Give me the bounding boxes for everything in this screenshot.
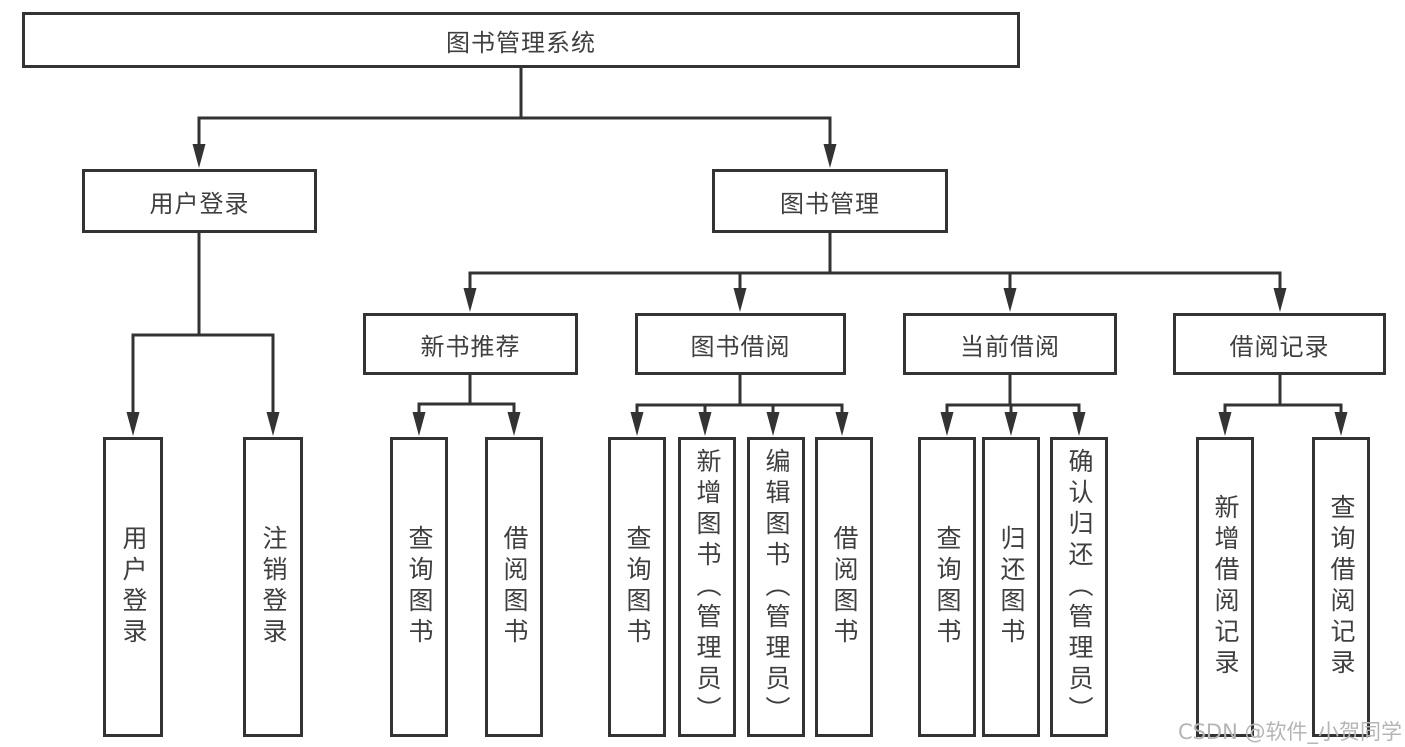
leaf-current-search-books: 查询图书 [918, 437, 976, 737]
node-current-borrowing: 当前借阅 [903, 313, 1117, 375]
leaf-confirm-return-admin-label: 确认归还（管理员） [1065, 447, 1094, 727]
arrowheads [126, 144, 1348, 436]
node-borrowing-records: 借阅记录 [1173, 313, 1386, 375]
leaf-edit-books-admin-label: 编辑图书（管理员） [762, 447, 791, 727]
node-book-borrowing-label: 图书借阅 [690, 332, 791, 361]
leaf-add-borrow-record-label: 新增借阅记录 [1211, 494, 1240, 680]
leaf-search-borrow-record-label: 查询借阅记录 [1327, 494, 1356, 680]
leaf-user-login: 用户登录 [103, 437, 163, 737]
leaf-edit-books-admin: 编辑图书（管理员） [747, 437, 805, 737]
leaf-borrowing-borrow-books-label: 借阅图书 [830, 525, 859, 649]
leaf-recommend-borrow-books: 借阅图书 [485, 437, 543, 737]
leaf-user-login-label: 用户登录 [119, 525, 148, 649]
node-new-book-recommendation: 新书推荐 [363, 313, 578, 375]
node-root-label: 图书管理系统 [446, 28, 596, 57]
leaf-borrowing-search-books: 查询图书 [608, 437, 666, 737]
node-user-login-label: 用户登录 [149, 189, 250, 218]
leaf-return-books: 归还图书 [982, 437, 1040, 737]
node-new-book-recommendation-label: 新书推荐 [420, 332, 521, 361]
node-root: 图书管理系统 [22, 12, 1020, 68]
node-user-login: 用户登录 [82, 169, 317, 233]
leaf-logout: 注销登录 [243, 437, 303, 737]
leaf-logout-label: 注销登录 [259, 525, 288, 649]
leaf-search-borrow-record: 查询借阅记录 [1312, 437, 1370, 737]
node-book-management-label: 图书管理 [780, 189, 880, 218]
leaf-borrowing-search-books-label: 查询图书 [623, 525, 652, 649]
connector-paths [131, 68, 1343, 412]
node-borrowing-records-label: 借阅记录 [1229, 332, 1330, 361]
leaf-recommend-borrow-books-label: 借阅图书 [500, 525, 529, 649]
leaf-add-books-admin: 新增图书（管理员） [678, 437, 736, 737]
leaf-recommend-search-books-label: 查询图书 [405, 525, 434, 649]
leaf-borrowing-borrow-books: 借阅图书 [815, 437, 873, 737]
leaf-add-books-admin-label: 新增图书（管理员） [693, 447, 722, 727]
leaf-recommend-search-books: 查询图书 [390, 437, 448, 737]
csdn-watermark: CSDN @软件_小贺同学 [1177, 720, 1402, 744]
leaf-confirm-return-admin: 确认归还（管理员） [1050, 437, 1108, 737]
node-book-borrowing: 图书借阅 [635, 313, 846, 375]
leaf-return-books-label: 归还图书 [997, 525, 1026, 649]
node-current-borrowing-label: 当前借阅 [960, 332, 1060, 361]
leaf-add-borrow-record: 新增借阅记录 [1196, 437, 1254, 737]
node-book-management: 图书管理 [712, 169, 948, 233]
leaf-current-search-books-label: 查询图书 [933, 525, 962, 649]
